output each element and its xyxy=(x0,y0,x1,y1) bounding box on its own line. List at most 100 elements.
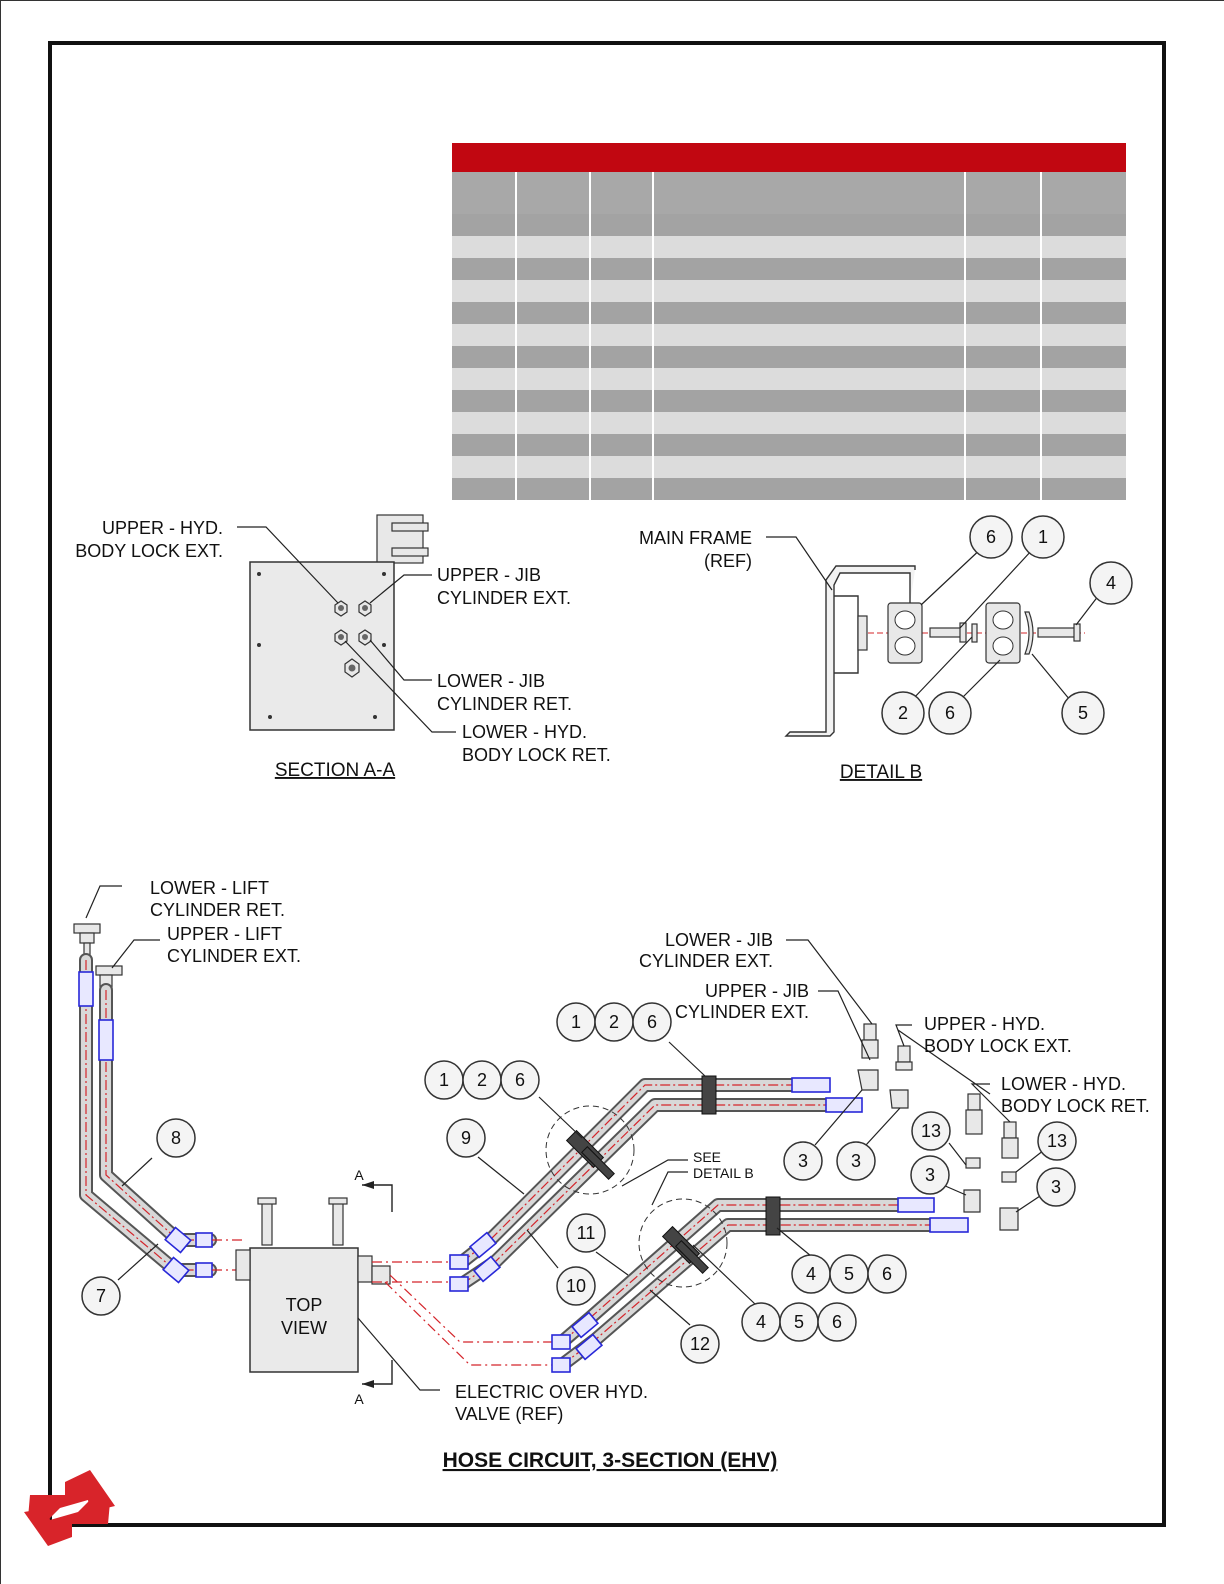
table-row xyxy=(452,434,1126,456)
section-marker-bottom: A xyxy=(354,1360,393,1407)
svg-text:A: A xyxy=(354,1391,364,1407)
svg-text:5: 5 xyxy=(794,1312,804,1332)
port-fittings xyxy=(334,600,372,678)
svg-text:12: 12 xyxy=(690,1334,710,1354)
balloon: 6 xyxy=(817,1302,857,1342)
svg-text:2: 2 xyxy=(609,1012,619,1032)
svg-text:6: 6 xyxy=(986,527,996,547)
balloon: 2 xyxy=(881,691,925,735)
balloon: 5 xyxy=(1061,691,1105,735)
svg-text:4: 4 xyxy=(1106,573,1116,593)
bolt-long xyxy=(1037,627,1077,638)
table-row xyxy=(452,236,1126,258)
svg-text:7: 7 xyxy=(96,1286,106,1306)
svg-text:4: 4 xyxy=(756,1312,766,1332)
page-edge-left xyxy=(0,0,1,1584)
svg-text:3: 3 xyxy=(1051,1177,1061,1197)
table-row xyxy=(452,390,1126,412)
svg-text:1: 1 xyxy=(1038,527,1048,547)
section-marker-top: A xyxy=(354,1167,393,1212)
balloon: 10 xyxy=(556,1266,596,1306)
hose-10 xyxy=(455,1098,837,1291)
svg-text:6: 6 xyxy=(515,1070,525,1090)
balloon: 6 xyxy=(632,1002,672,1042)
section-a-a-title: SECTION A-A xyxy=(275,760,396,781)
balloon: 13 xyxy=(1037,1121,1077,1161)
svg-text:2: 2 xyxy=(477,1070,487,1090)
svg-text:1: 1 xyxy=(571,1012,581,1032)
svg-text:6: 6 xyxy=(882,1264,892,1284)
detail-b-callout-circle xyxy=(638,1198,728,1288)
balloon: 11 xyxy=(566,1213,606,1253)
balloon: 1 xyxy=(1021,515,1065,559)
svg-text:3: 3 xyxy=(798,1151,808,1171)
svg-text:6: 6 xyxy=(832,1312,842,1332)
valve-body-section xyxy=(249,561,395,731)
balloon: 2 xyxy=(462,1060,502,1100)
svg-text:1: 1 xyxy=(439,1070,449,1090)
balloon: 3 xyxy=(910,1155,950,1195)
page-edge-top xyxy=(0,0,1224,1)
label-upper-hyd-body-lock-ext: UPPER - HYD.BODY LOCK EXT. xyxy=(75,518,223,561)
balloon: 6 xyxy=(969,515,1013,559)
svg-text:6: 6 xyxy=(647,1012,657,1032)
balloon: 3 xyxy=(783,1141,823,1181)
balloon: 8 xyxy=(156,1118,196,1158)
table-row xyxy=(452,346,1126,368)
svg-text:2: 2 xyxy=(898,703,908,723)
svg-text:6: 6 xyxy=(945,703,955,723)
svg-text:8: 8 xyxy=(171,1128,181,1148)
balloon: 4 xyxy=(741,1302,781,1342)
balloon: 3 xyxy=(1036,1167,1076,1207)
detail-b: MAIN FRAME(REF) 6 1 4 2 6 5 DETAIL B xyxy=(639,515,1133,783)
label-main-frame-ref: MAIN FRAME(REF) xyxy=(639,528,752,571)
parts-table xyxy=(452,143,1126,500)
parts-table-title-row xyxy=(452,143,1126,172)
drawing-border xyxy=(48,41,1166,1527)
svg-text:11: 11 xyxy=(577,1223,596,1243)
balloon: 5 xyxy=(829,1254,869,1294)
detail-b-title: DETAIL B xyxy=(840,762,922,783)
balloon: 13 xyxy=(911,1111,951,1151)
balloon: 12 xyxy=(680,1324,720,1364)
table-row xyxy=(452,478,1126,500)
table-row xyxy=(452,368,1126,390)
balloon: 7 xyxy=(81,1276,121,1316)
label-lower-hyd-body-lock-ret-right: LOWER - HYD.BODY LOCK RET. xyxy=(1001,1074,1150,1116)
balloon: 3 xyxy=(836,1141,876,1181)
table-row xyxy=(452,258,1126,280)
hose-8 xyxy=(99,983,217,1247)
drawing-title: HOSE CIRCUIT, 3-SECTION (EHV) xyxy=(443,1449,778,1472)
svg-text:13: 13 xyxy=(1047,1131,1067,1151)
svg-text:3: 3 xyxy=(851,1151,861,1171)
svg-text:3: 3 xyxy=(925,1165,935,1185)
svg-text:5: 5 xyxy=(1078,703,1088,723)
main-frame-ref xyxy=(784,565,916,737)
label-ehv-valve-ref: ELECTRIC OVER HYD.VALVE (REF) xyxy=(455,1382,648,1424)
table-row xyxy=(452,456,1126,478)
balloon: 2 xyxy=(594,1002,634,1042)
table-row xyxy=(452,302,1126,324)
svg-text:A: A xyxy=(354,1167,364,1183)
svg-text:10: 10 xyxy=(566,1276,586,1296)
svg-text:5: 5 xyxy=(844,1264,854,1284)
table-row xyxy=(452,324,1126,346)
bolt-short xyxy=(929,627,963,638)
balloon: 6 xyxy=(500,1060,540,1100)
table-row xyxy=(452,214,1126,236)
label-upper-hyd-body-lock-ext-right: UPPER - HYD.BODY LOCK EXT. xyxy=(924,1014,1072,1056)
label-lower-hyd-body-lock-ret: LOWER - HYD.BODY LOCK RET. xyxy=(462,722,611,765)
parts-table-header-row xyxy=(452,172,1126,214)
balloon: 4 xyxy=(1089,561,1133,605)
